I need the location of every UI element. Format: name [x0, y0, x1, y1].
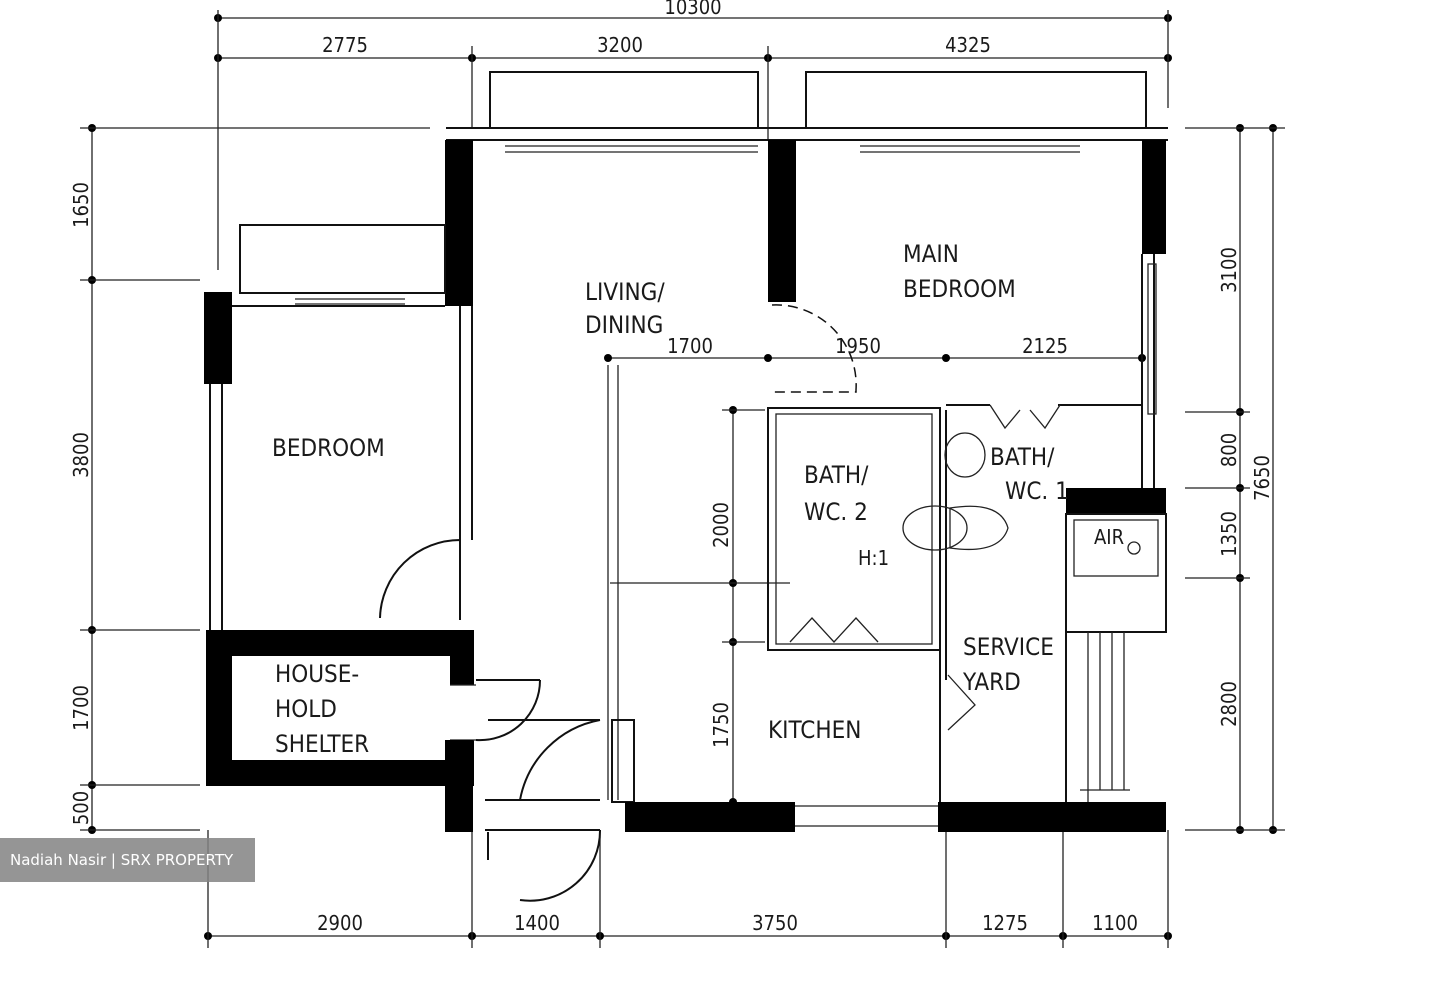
dim-inner-v1: 2000 — [709, 502, 733, 548]
household-shelter-label-line2: HOLD — [275, 695, 337, 723]
walls — [204, 71, 1168, 832]
dim-left-4: 500 — [69, 791, 93, 825]
living-dining-label-line2: DINING — [585, 311, 663, 339]
household-shelter-label-line3: SHELTER — [275, 730, 369, 758]
doors — [379, 304, 1141, 902]
dim-bottom-2: 1400 — [514, 911, 560, 935]
dim-left-1: 1650 — [69, 182, 93, 228]
dim-left-3: 1700 — [69, 685, 93, 731]
dim-bottom-5: 1100 — [1092, 911, 1138, 935]
main-bedroom-label-line2: BEDROOM — [903, 275, 1016, 303]
air-con-label: AIR — [1094, 525, 1124, 549]
watermark-label: Nadiah Nasir | SRX PROPERTY — [0, 838, 255, 882]
dim-mid-1: 1700 — [667, 334, 713, 358]
dim-top-2: 3200 — [597, 33, 643, 57]
bath-wc2-fixture-label: H:1 — [858, 546, 889, 570]
bedroom-label: BEDROOM — [272, 434, 385, 462]
dim-top-3: 4325 — [945, 33, 991, 57]
dim-inner-v2: 1750 — [709, 702, 733, 748]
dim-mid-2: 1950 — [835, 334, 881, 358]
dim-right-2: 800 — [1217, 433, 1241, 467]
main-bedroom-label-line1: MAIN — [903, 240, 959, 268]
dim-right-total: 7650 — [1250, 455, 1274, 501]
dim-bottom-4: 1275 — [982, 911, 1028, 935]
bath-wc2-label-line1: BATH/ — [804, 461, 869, 489]
service-yard-label-line1: SERVICE — [963, 633, 1054, 661]
dim-bottom-1: 2900 — [317, 911, 363, 935]
household-shelter-label-line1: HOUSE- — [275, 660, 359, 688]
dim-right-1: 3100 — [1217, 247, 1241, 293]
dim-right-4: 2800 — [1217, 681, 1241, 727]
dim-left-2: 3800 — [69, 432, 93, 478]
living-dining-label-line1: LIVING/ — [585, 278, 665, 306]
room-labels: LIVING/ DINING MAIN BEDROOM BEDROOM BATH… — [272, 240, 1124, 758]
bath-wc1-label-line1: BATH/ — [990, 443, 1055, 471]
dim-top-total: 10300 — [664, 0, 721, 19]
bath-wc1-label-line2: WC. 1 — [1005, 477, 1069, 505]
service-yard-label-line2: YARD — [962, 668, 1021, 696]
dim-bottom-3: 3750 — [752, 911, 798, 935]
dim-mid-3: 2125 — [1022, 334, 1068, 358]
dimension-labels: 10300 2775 3200 4325 1650 3800 1700 500 … — [69, 0, 1274, 935]
bath-wc2-label-line2: WC. 2 — [804, 498, 868, 526]
dim-right-3: 1350 — [1217, 511, 1241, 557]
kitchen-label: KITCHEN — [768, 716, 861, 744]
dim-top-1: 2775 — [322, 33, 368, 57]
